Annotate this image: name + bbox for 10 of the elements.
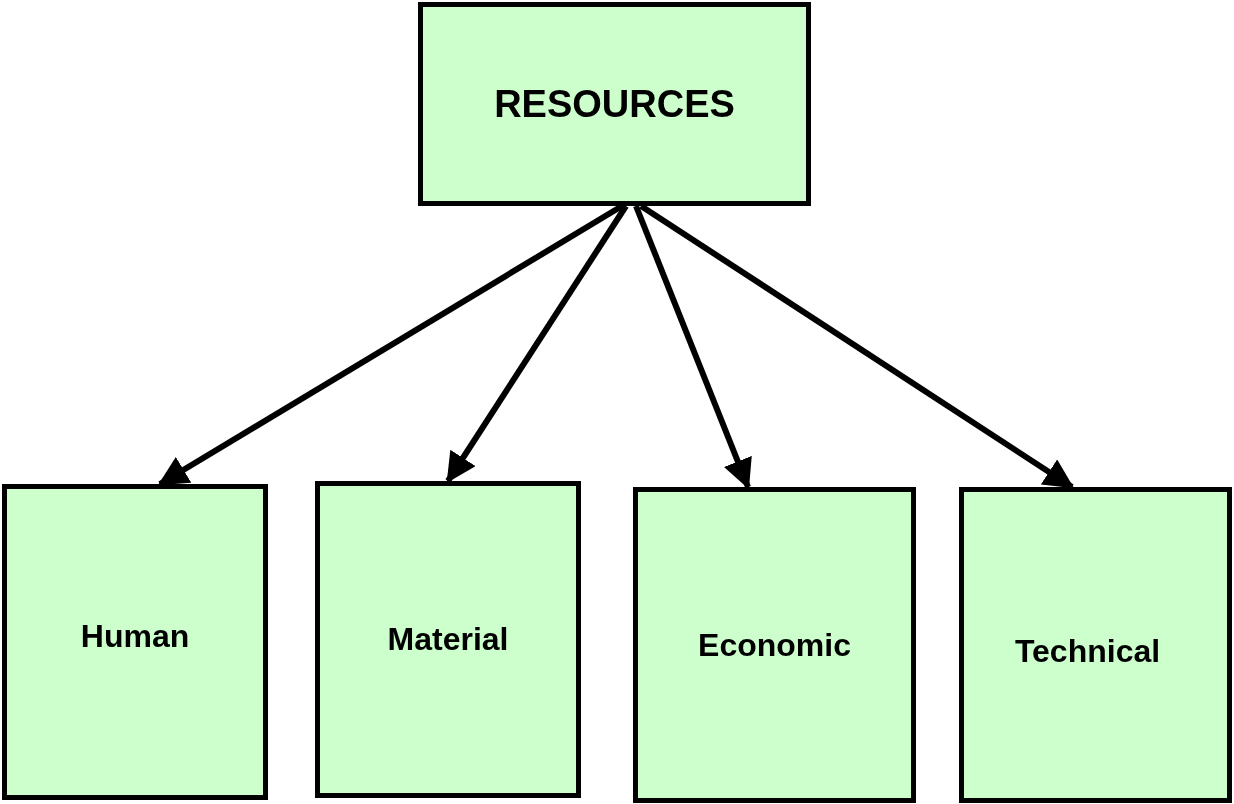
box-label: RESOURCES (494, 82, 735, 126)
box-label: Material (387, 621, 509, 658)
resource-box (633, 487, 916, 803)
resource-box (2, 484, 268, 800)
resource-box (959, 487, 1232, 803)
box-label: Economic (698, 626, 851, 664)
box-label: Human (80, 617, 190, 655)
resource-box (315, 481, 581, 798)
box-label: Technical (1014, 632, 1161, 670)
category-box (418, 2, 811, 206)
